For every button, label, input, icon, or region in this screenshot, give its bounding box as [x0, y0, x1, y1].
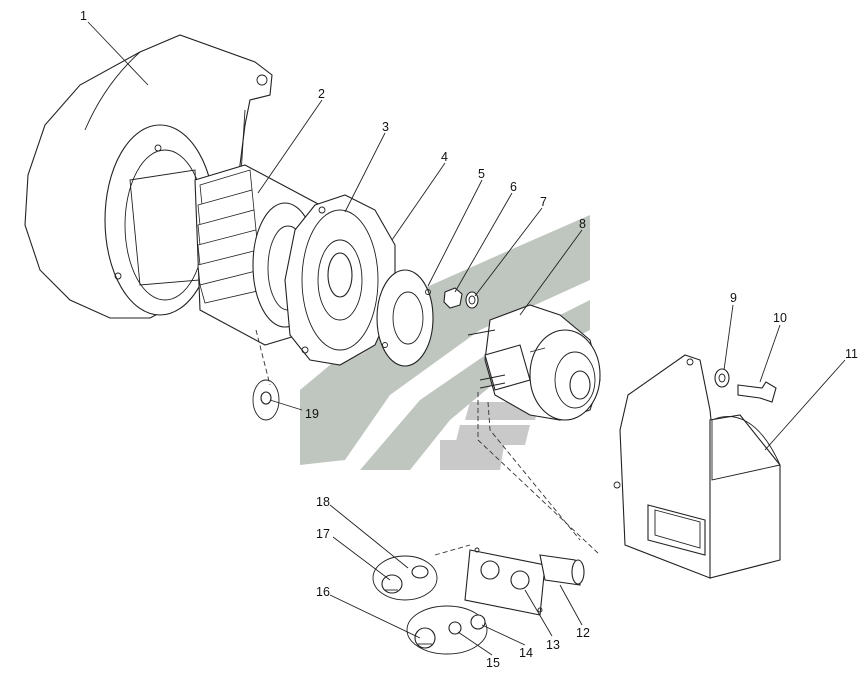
housing-part [24, 34, 273, 319]
callout-6: 6 [510, 180, 517, 194]
callout-8: 8 [579, 217, 586, 231]
callout-19: 19 [305, 407, 319, 421]
gasket-part [376, 269, 434, 367]
callout-3: 3 [382, 120, 389, 134]
cover-part [613, 354, 781, 579]
callout-2: 2 [318, 87, 325, 101]
callout-11: 11 [845, 347, 858, 361]
callout-9: 9 [730, 291, 737, 305]
screw-part [252, 379, 280, 421]
nut-washer-pair [443, 287, 479, 309]
callout-13: 13 [546, 638, 560, 652]
callout-7: 7 [540, 195, 547, 209]
callout-15: 15 [486, 656, 500, 670]
callout-12: 12 [576, 626, 590, 640]
callout-4: 4 [441, 150, 448, 164]
callout-16: 16 [316, 585, 330, 599]
callout-14: 14 [519, 646, 533, 660]
callout-10: 10 [773, 311, 787, 325]
fastener-group-lower [406, 605, 488, 655]
callout-17: 17 [316, 527, 330, 541]
assembly-lines [255, 329, 601, 556]
fastener-group-upper [372, 555, 438, 601]
end-shield-part [284, 194, 396, 366]
callout-18: 18 [316, 495, 330, 509]
bolt-washer-pair [714, 368, 777, 403]
motor-part [467, 304, 601, 421]
leader-lines [87, 21, 846, 656]
callout-1: 1 [80, 9, 87, 23]
callout-5: 5 [478, 167, 485, 181]
terminal-plate-part [464, 547, 585, 616]
callout-labels: 1 2 3 4 5 6 7 8 9 10 11 12 13 14 15 16 1… [80, 9, 858, 670]
